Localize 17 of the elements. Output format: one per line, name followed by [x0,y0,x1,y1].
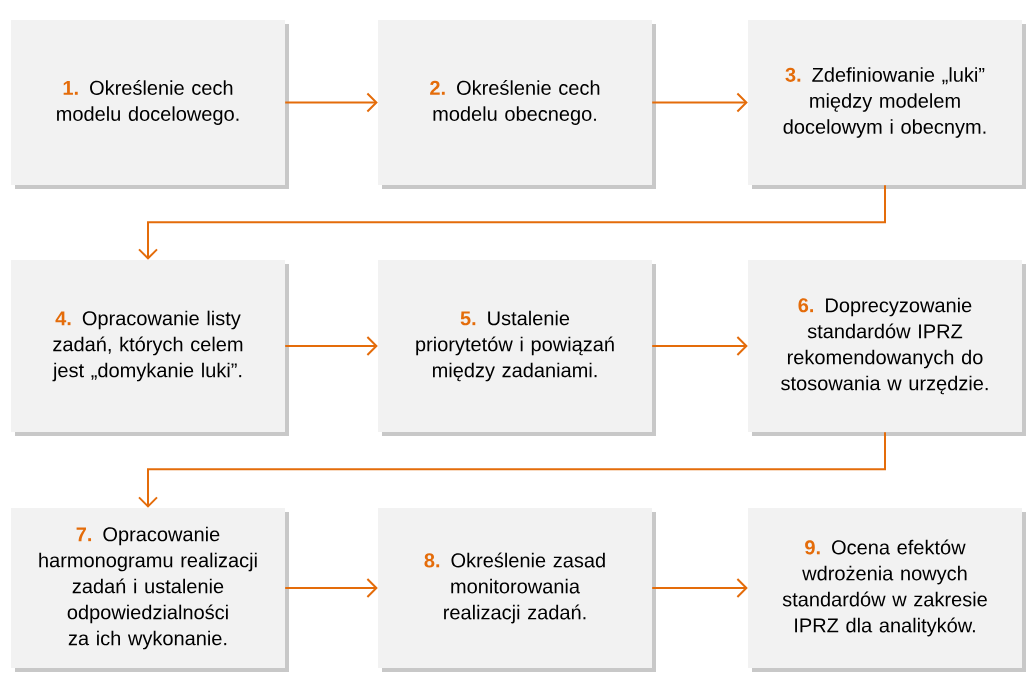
process-box: 1. Określenie cech modelu docelowego. [11,20,289,189]
arrow [284,336,378,356]
arrow [138,184,886,260]
arrow [284,92,378,113]
process-box: 2. Określenie cech modelu obecnego. [378,20,656,189]
arrow [651,578,748,598]
process-box: 4. Opracowanie listy zadań, których celem jest „domykanie luki”. [11,260,289,436]
arrow [284,578,378,598]
process-box: 8. Określenie zasad monitorowania realizacji zadań. [378,508,656,672]
arrow [138,431,886,508]
process-box: 7. Opracowanie harmonogramu realizacji zadań i ustalenie odpowiedzialności za ich wykonanie. [11,508,289,672]
arrow [651,336,748,356]
process-box: 6. Doprecyzowanie standardów IPRZ rekomendowanych do stosowania w urzędzie. [748,260,1026,436]
process-box: 3. Zdefiniowanie „luki” między modelem docelowym i obecnym. [748,20,1026,189]
arrow [651,92,748,113]
process-box: 5. Ustalenie priorytetów i powiązań między zadaniami. [378,260,656,436]
process-box: 9. Ocena efektów wdrożenia nowych standardów w zakresie IPRZ dla analityków. [748,508,1026,672]
